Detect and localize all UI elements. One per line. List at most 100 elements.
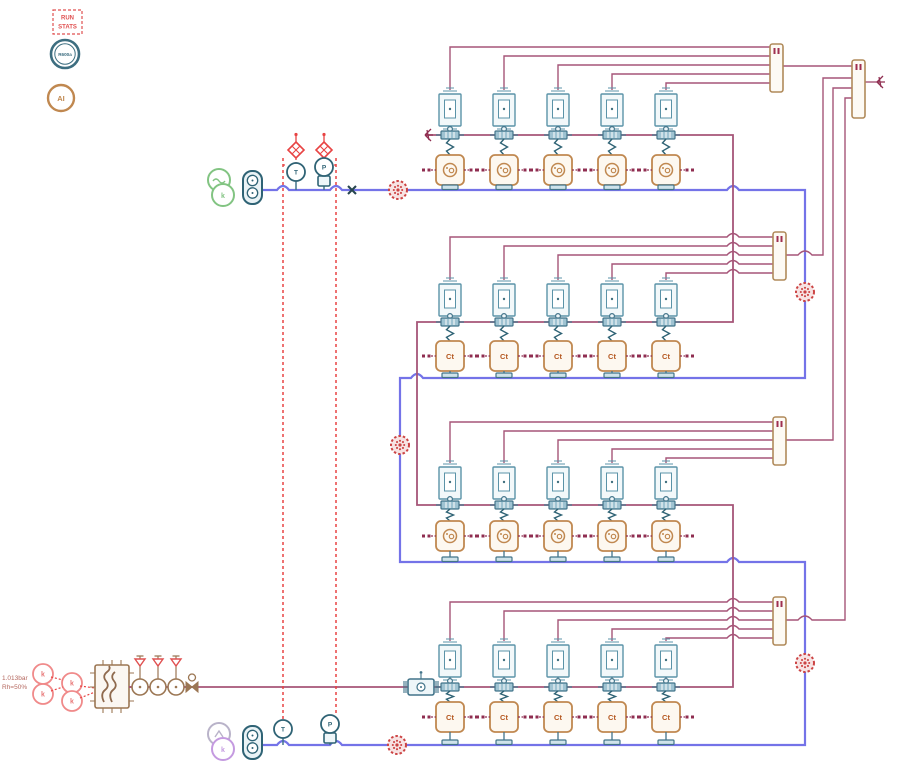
run-stats-badge[interactable]: RUN STATS [52, 9, 83, 35]
control-valve-icon[interactable] [314, 132, 334, 160]
temperature-sensor[interactable]: T [286, 162, 306, 190]
fan-coil-unit[interactable] [530, 460, 586, 563]
coil-unit[interactable]: Ct [584, 277, 640, 379]
pin-dot [584, 715, 587, 719]
fan-dot [401, 188, 404, 192]
coil-unit[interactable]: Ct [476, 638, 532, 746]
fan-dot [806, 293, 810, 297]
fan-dot [392, 740, 396, 744]
pin-dot [422, 354, 425, 358]
air-fan-box[interactable] [403, 671, 439, 696]
manifold-mark [780, 236, 783, 242]
fan-hub [396, 188, 400, 192]
fan-glyph-inner [556, 533, 563, 540]
air-header-manifold[interactable] [772, 231, 787, 281]
refrigerant-source-bottom[interactable]: k [207, 722, 235, 761]
ai-badge[interactable]: AI [46, 83, 76, 113]
machine-dot [251, 192, 254, 194]
fan-coil-unit[interactable] [422, 460, 478, 563]
pin-dot [530, 354, 533, 358]
fan-coil-unit[interactable] [584, 87, 640, 191]
pin-dot [481, 168, 485, 172]
pin-dot [535, 534, 539, 538]
refrigerant-source-top[interactable]: k [207, 168, 235, 207]
fan-glyph-dot [608, 533, 610, 535]
pin-dot [685, 354, 689, 358]
fan-glyph-inner [664, 533, 671, 540]
air-source-k-label: k [41, 692, 45, 699]
pin-dot [481, 534, 485, 538]
temperature-sensor[interactable]: T [273, 719, 293, 745]
fan-glyph-inner [502, 167, 509, 174]
coil-box-label: Ct [608, 713, 616, 722]
pad-icon [441, 556, 459, 563]
collector-manifold[interactable] [851, 59, 866, 119]
fan-glyph-dot [608, 167, 610, 169]
ai-badge-label: AI [57, 94, 65, 103]
header-branch-line [503, 430, 773, 463]
fan-coil-unit[interactable] [476, 87, 532, 191]
control-valve-icon[interactable] [286, 132, 306, 160]
fan-coil-unit[interactable] [476, 460, 532, 563]
fan-coil-unit[interactable] [638, 460, 694, 563]
header-outlet-line [786, 87, 852, 441]
fan-boundary-icon[interactable] [795, 653, 815, 673]
fan-coil-unit[interactable] [422, 87, 478, 191]
pin-dot [523, 354, 527, 358]
fan-boundary-icon[interactable] [387, 735, 407, 755]
fan-coil-unit[interactable] [638, 87, 694, 191]
air-signal-tap-icon[interactable] [149, 655, 167, 696]
coil-unit[interactable]: Ct [422, 638, 478, 746]
coil-unit[interactable]: Ct [584, 638, 640, 746]
humid-air-unit[interactable] [90, 660, 134, 713]
fan-boundary-icon[interactable] [795, 282, 815, 302]
coil-unit[interactable]: Ct [530, 277, 586, 379]
spring-icon [607, 325, 617, 342]
pressure-sensor[interactable]: P [314, 157, 334, 190]
coil-box-label: Ct [608, 352, 616, 361]
machine-icon[interactable] [242, 170, 263, 205]
air-header-manifold[interactable] [772, 416, 787, 466]
coil-unit[interactable]: Ct [638, 638, 694, 746]
manifold-mark [780, 421, 783, 427]
fan-dot [399, 185, 403, 189]
sensor-box [323, 732, 337, 744]
closed-valve-icon[interactable] [347, 185, 357, 195]
fan-boundary-icon[interactable] [388, 180, 408, 200]
manifold-mark [776, 236, 779, 242]
hx-dot [556, 107, 560, 111]
hx-dot [664, 658, 668, 662]
air-header-manifold[interactable] [769, 43, 784, 93]
pin-dot [691, 354, 694, 358]
air-signal-tap-icon[interactable] [131, 655, 149, 696]
pin-dot [589, 168, 593, 172]
air-signal-tap-icon[interactable] [167, 655, 185, 696]
manifold-body [772, 596, 787, 646]
coil-unit[interactable]: Ct [530, 638, 586, 746]
hx-dot [610, 658, 614, 662]
air-header-manifold[interactable] [772, 596, 787, 646]
coil-box-label: Ct [500, 713, 508, 722]
coil-unit[interactable]: Ct [476, 277, 532, 379]
machine-icon[interactable] [242, 725, 263, 760]
coil-unit[interactable]: Ct [638, 277, 694, 379]
fan-glyph-dot [500, 533, 502, 535]
fan-boundary-icon[interactable] [390, 435, 410, 455]
fan-dot [800, 287, 804, 291]
fan-coil-unit[interactable] [584, 460, 640, 563]
pressure-sensor[interactable]: P [320, 714, 340, 745]
pin-dot [638, 354, 641, 358]
refrigerant-line [262, 184, 807, 747]
pad-icon [549, 372, 567, 379]
header-branch-line [449, 46, 770, 90]
pad-icon [495, 372, 513, 379]
header-branch-line [665, 457, 773, 463]
refrigerant-badge[interactable]: R600a [49, 38, 81, 70]
air-source-k-label: k [70, 699, 74, 706]
air-valve-icon[interactable] [185, 673, 199, 694]
coil-unit[interactable]: Ct [422, 277, 478, 379]
fan-dot [403, 443, 406, 447]
fan-dot [401, 446, 405, 450]
fan-coil-unit[interactable] [530, 87, 586, 191]
